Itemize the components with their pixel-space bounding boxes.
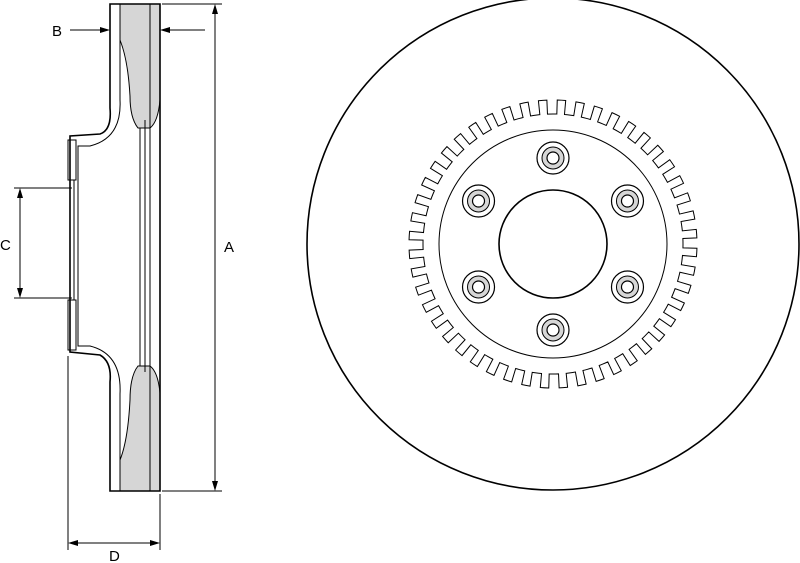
hat-rim-circle <box>438 129 668 359</box>
bolt-hole-ring <box>471 280 486 294</box>
bolt-hole-ring <box>620 194 635 208</box>
dim-a-arrow-bottom <box>212 481 218 491</box>
upper-rib <box>119 3 161 129</box>
bolt-hole-ring <box>546 151 560 165</box>
dim-c-label: C <box>0 237 11 254</box>
dim-a-label: A <box>224 239 234 256</box>
bolt-hole <box>461 270 496 304</box>
dim-c-arrow-bottom <box>17 288 23 298</box>
tone-ring-teeth <box>408 99 698 389</box>
bolt-hole-ring <box>546 323 560 337</box>
bolt-holes <box>461 141 645 347</box>
side-view: A B C D <box>0 3 234 563</box>
tone-ring <box>408 99 698 389</box>
dim-c-arrow-top <box>17 188 23 198</box>
flange-detail-top <box>67 139 77 181</box>
bolt-hole-ring <box>620 280 635 294</box>
dim-a-arrow-top <box>212 4 218 14</box>
face-view <box>306 0 800 491</box>
bolt-hole <box>610 184 645 218</box>
hat-inner-wall <box>77 4 121 491</box>
bolt-hole-ring <box>471 194 486 208</box>
flange-detail-bottom <box>67 299 77 351</box>
bolt-hole <box>536 313 570 347</box>
disc-outer-edge <box>306 0 800 491</box>
bolt-hole <box>610 270 645 304</box>
dim-d-arrow-left <box>68 540 78 546</box>
dim-b-arrow-right <box>160 27 170 33</box>
disc-section-outline <box>69 3 161 492</box>
dim-d-arrow-right <box>150 540 160 546</box>
center-bore <box>498 189 608 299</box>
dim-d-label: D <box>109 548 120 563</box>
dim-b-arrow-left <box>100 27 110 33</box>
bolt-hole <box>461 184 496 218</box>
dim-b-label: B <box>52 23 62 40</box>
bolt-hole <box>536 141 570 175</box>
lower-rib <box>119 365 161 492</box>
